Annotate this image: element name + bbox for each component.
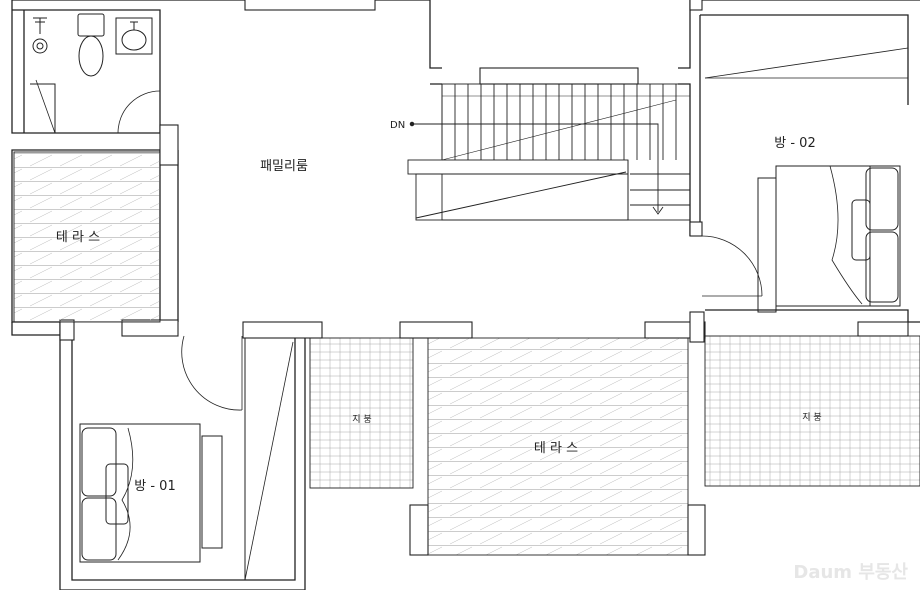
family-room-label: 패밀리룸 — [260, 159, 308, 174]
room-02-label: 방 - 02 — [774, 136, 815, 151]
bathroom — [30, 13, 161, 134]
bed-icon — [79, 423, 223, 563]
roof-left-label: 지 붕 — [352, 414, 371, 425]
shower-icon — [32, 17, 48, 54]
staircase — [407, 83, 691, 221]
stair-dn-label: DN — [390, 120, 405, 131]
toilet-icon — [77, 13, 105, 77]
stair-direction-arrow — [409, 121, 664, 215]
room-02 — [701, 47, 909, 313]
sink-icon — [115, 17, 153, 55]
terrace-left-label: 테 라 스 — [56, 230, 100, 245]
room-01-label: 방 - 01 — [134, 479, 175, 494]
room-01 — [79, 335, 296, 581]
roof-left-area — [309, 337, 414, 489]
terrace-center-deck — [427, 337, 689, 556]
watermark-logo: Daum 부동산 — [793, 562, 908, 583]
terrace-center-label: 테 라 스 — [534, 441, 578, 456]
terrace-left-deck — [13, 151, 161, 323]
roof-right-label: 지 붕 — [802, 412, 821, 423]
wall-segments — [59, 0, 909, 556]
bed-icon — [757, 165, 901, 313]
roof-right-area — [704, 335, 920, 487]
